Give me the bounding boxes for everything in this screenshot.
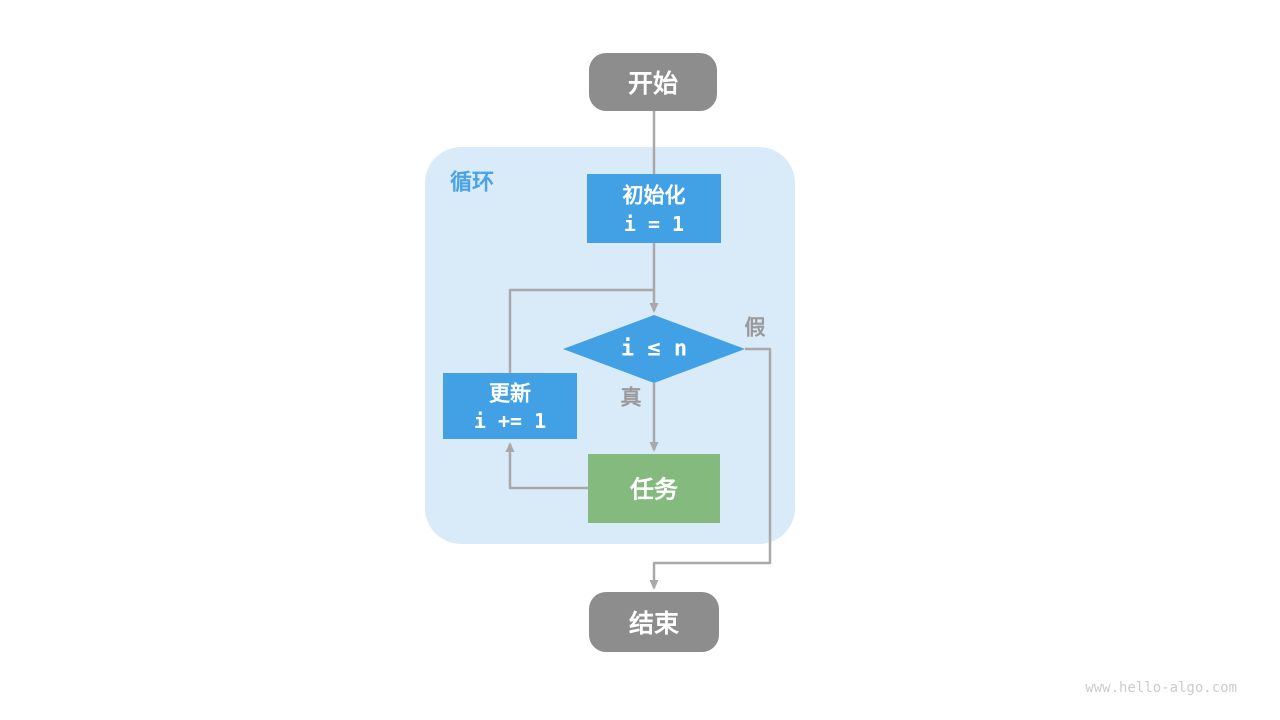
edge-update-loopback	[508, 288, 654, 374]
node-init-label: 初始化	[623, 184, 686, 208]
loop-container-label: 循环	[450, 170, 494, 195]
node-init	[587, 174, 721, 243]
edge-task-to-update	[505, 442, 588, 490]
node-update-label: 更新	[489, 382, 531, 406]
node-task-label: 任务	[629, 476, 679, 504]
node-start-label: 开始	[628, 70, 678, 98]
watermark-text: www.hello-algo.com	[1085, 680, 1237, 696]
node-task	[588, 454, 720, 523]
node-end-label: 结束	[629, 610, 680, 638]
branch-label-true: 真	[621, 386, 642, 410]
edge-condition-false-to-end	[649, 347, 772, 590]
branch-label-false: 假	[745, 317, 766, 340]
node-update-code: i += 1	[474, 409, 546, 433]
node-update	[443, 373, 577, 439]
node-condition-code: i ≤ n	[621, 337, 687, 362]
node-condition	[563, 315, 745, 383]
node-init-code: i = 1	[624, 212, 684, 236]
node-end	[589, 592, 719, 652]
node-start	[589, 53, 717, 111]
